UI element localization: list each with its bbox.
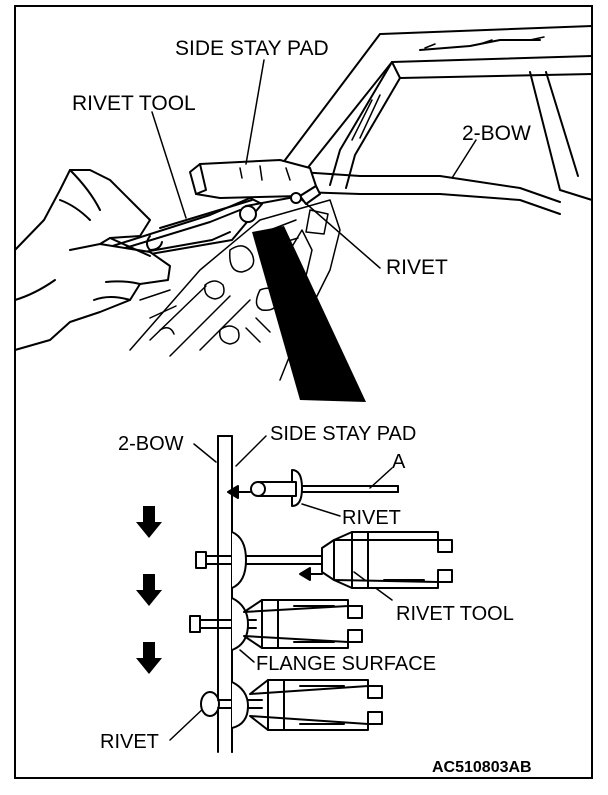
detail-label-rivet-tool: RIVET TOOL [396, 603, 514, 625]
bow-plate [217, 435, 233, 753]
insert-arrow-1-head [227, 485, 239, 499]
top-leaders [151, 59, 477, 269]
detail-label-2-bow: 2-BOW [118, 433, 184, 455]
two-bow-rail [299, 171, 561, 215]
detail-label-rivet-bottom: RIVET [100, 731, 159, 753]
roof-frame [269, 25, 593, 201]
figure-code: AC510803AB [432, 759, 532, 776]
rivet-step-1 [250, 469, 399, 507]
figure-border [14, 5, 593, 779]
rivet-step-4 [200, 679, 383, 731]
top-label-2-bow: 2-BOW [462, 122, 531, 145]
down-arrow-2 [136, 574, 162, 606]
detail-label-side-stay-pad: SIDE STAY PAD [270, 423, 416, 445]
top-illustration [14, 25, 593, 381]
rivet-step-3 [189, 597, 363, 651]
top-label-rivet-tool: RIVET TOOL [72, 92, 196, 115]
down-arrows [136, 506, 162, 674]
down-arrow-1 [136, 506, 162, 538]
detail-illustration [169, 435, 453, 753]
hand [14, 169, 171, 351]
down-arrow-3 [136, 642, 162, 674]
detail-pointer [252, 226, 366, 402]
top-label-side-stay-pad: SIDE STAY PAD [175, 37, 329, 60]
rivet-step-2 [195, 531, 453, 589]
detail-label-rivet: RIVET [342, 507, 401, 529]
detail-label-flange-surface: FLANGE SURFACE [256, 653, 436, 675]
detail-label-a: A [392, 451, 406, 473]
side-stay-pad-block [189, 159, 321, 205]
top-label-rivet: RIVET [386, 256, 448, 279]
tool-arrow-head [299, 567, 311, 581]
